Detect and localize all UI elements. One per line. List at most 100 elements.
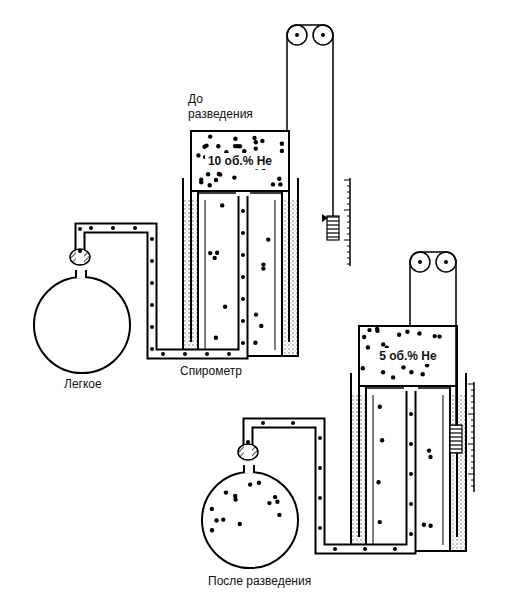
drawing-stroke <box>422 523 426 527</box>
drawing-stroke <box>347 246 350 247</box>
state-caption: До разведения <box>186 92 270 122</box>
drawing-stroke <box>318 466 322 470</box>
drawing-stroke <box>206 172 210 176</box>
drawing-stroke <box>347 204 350 205</box>
spirometer-before <box>34 178 298 373</box>
drawing-stroke <box>318 496 322 500</box>
drawing-stroke <box>271 182 275 186</box>
drawing-stroke <box>401 365 405 369</box>
scale <box>468 382 474 492</box>
drawing-stroke <box>393 547 397 551</box>
drawing-stroke <box>208 251 212 255</box>
drawing-stroke <box>380 438 384 442</box>
drawing-stroke <box>261 266 265 270</box>
drawing-stroke <box>161 352 165 356</box>
drawing-stroke <box>204 143 208 147</box>
drawing-stroke <box>347 264 350 265</box>
drawing-stroke <box>418 260 422 264</box>
drawing-stroke <box>471 456 474 457</box>
drawing-stroke <box>378 520 382 524</box>
drawing-stroke <box>471 426 474 427</box>
drawing-stroke <box>233 497 237 501</box>
drawing-stroke <box>318 436 322 440</box>
drawing-stroke <box>254 140 258 144</box>
drawing-stroke <box>241 253 245 257</box>
drawing-stroke <box>471 390 474 391</box>
drawing-stroke <box>471 480 474 481</box>
drawing-stroke <box>287 25 333 216</box>
drawing-stroke <box>253 341 257 345</box>
drawing-stroke <box>214 178 218 182</box>
drawing-stroke <box>280 149 284 153</box>
state-caption: После разведения <box>206 574 313 589</box>
drawing-stroke <box>150 237 154 241</box>
drawing-stroke <box>205 352 209 356</box>
spirometer-bell: 10 об.% He <box>190 130 290 192</box>
drawing-stroke <box>378 405 382 409</box>
drawing-stroke <box>241 209 245 213</box>
part-name: Спирометр <box>178 364 244 379</box>
drawing-stroke <box>361 366 365 370</box>
drawing-stroke <box>347 228 350 229</box>
drawing-stroke <box>150 303 154 307</box>
drawing-stroke <box>471 420 474 421</box>
spirometer-bell: 5 об.% He <box>358 325 458 387</box>
drawing-stroke <box>471 450 474 451</box>
scale <box>344 178 350 266</box>
helium-dots <box>78 134 442 551</box>
drawing-stroke <box>428 524 432 528</box>
gas-concentration: 5 об.% He <box>376 348 439 364</box>
drawing-stroke <box>246 440 250 444</box>
drawing-stroke <box>275 500 279 504</box>
drawing-stroke <box>347 258 350 259</box>
drawing-stroke <box>409 412 413 416</box>
drawing-stroke <box>150 259 154 263</box>
drawing-stroke <box>471 468 474 469</box>
drawing-stroke <box>471 396 474 397</box>
drawing-stroke <box>277 177 281 181</box>
drawing-stroke <box>409 532 413 536</box>
drawing-stroke <box>333 547 337 551</box>
drawing-stroke <box>471 408 474 409</box>
drawing-stroke <box>196 153 200 157</box>
drawing-stroke <box>409 502 413 506</box>
drawing-stroke <box>347 192 350 193</box>
drawing-stroke <box>327 216 339 240</box>
drawing-stroke <box>437 334 441 338</box>
drawing-stroke <box>417 331 421 335</box>
drawing-stroke <box>428 455 432 459</box>
drawing-stroke <box>278 182 282 186</box>
drawing-stroke <box>252 136 256 140</box>
drawing-stroke <box>259 324 263 328</box>
drawing-stroke <box>344 240 350 241</box>
drawing-stroke <box>409 442 413 446</box>
drawing-stroke <box>89 226 93 230</box>
drawing-stroke <box>150 281 154 285</box>
drawing-stroke <box>347 198 350 199</box>
drawing-stroke <box>291 421 295 425</box>
drawing-stroke <box>473 382 475 492</box>
drawing-stroke <box>223 305 227 309</box>
drawing-stroke <box>277 513 281 517</box>
drawing-stroke <box>220 203 224 207</box>
drawing-stroke <box>227 352 231 356</box>
drawing-stroke <box>344 210 350 211</box>
drawing-stroke <box>433 334 437 338</box>
drawing-stroke <box>133 226 137 230</box>
drawing-stroke <box>421 372 425 376</box>
drawing-stroke <box>208 134 212 138</box>
drawing-stroke <box>280 142 284 146</box>
drawing-stroke <box>405 330 409 334</box>
drawing-stroke <box>468 384 474 385</box>
drawing-stroke <box>397 333 401 337</box>
drawing-stroke <box>468 444 474 445</box>
drawing-stroke <box>248 482 252 486</box>
drawing-stroke <box>347 234 350 235</box>
drawing-stroke <box>410 252 456 425</box>
valve-open <box>70 249 90 265</box>
drawing-stroke <box>375 327 379 331</box>
drawing-stroke <box>224 490 228 494</box>
drawing-stroke <box>468 474 474 475</box>
drawing-stroke <box>444 260 448 264</box>
drawing-stroke <box>257 481 261 485</box>
